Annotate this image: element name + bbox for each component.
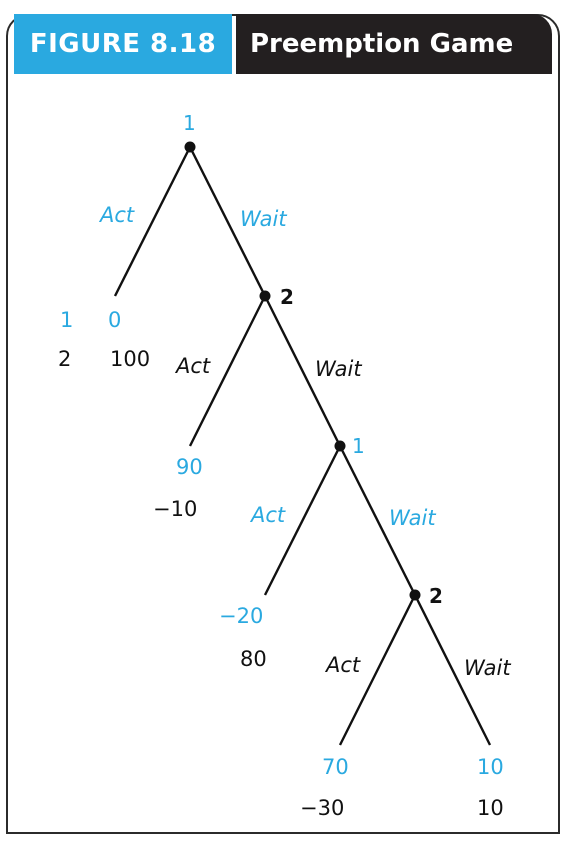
- payoff-1-player1: 0: [108, 308, 121, 332]
- payoff-3-player2: 80: [240, 647, 267, 671]
- edge-node2-act: [188, 295, 267, 447]
- action-label-node4-act: Act: [324, 653, 361, 677]
- edge-node2-wait: [263, 295, 342, 447]
- edge-node3-act: [263, 445, 342, 596]
- payoff-row-label-player2: 2: [58, 347, 71, 371]
- action-label-node4-wait: Wait: [464, 656, 511, 680]
- edge-root-wait: [188, 146, 267, 297]
- payoff-5-player2: 10: [477, 796, 504, 820]
- node-player-2: 2: [280, 285, 294, 309]
- payoff-row-label-player1: 1: [60, 308, 73, 332]
- figure-title: Preemption Game: [236, 14, 552, 74]
- action-label-root-wait: Wait: [240, 207, 287, 231]
- edge-node3-wait: [338, 445, 417, 596]
- payoff-4-player1: 70: [322, 755, 349, 779]
- payoff-5-player1: 10: [477, 755, 504, 779]
- payoff-4-player2: −30: [300, 796, 344, 820]
- figure-label: FIGURE 8.18: [14, 14, 232, 74]
- action-label-node3-wait: Wait: [389, 506, 436, 530]
- node-player-3: 1: [352, 434, 365, 458]
- action-label-node3-act: Act: [249, 503, 286, 527]
- edge-node4-act: [338, 594, 417, 746]
- payoff-2-player1: 90: [176, 455, 203, 479]
- decision-node-2: [259, 290, 271, 302]
- payoff-2-player2: −10: [153, 497, 197, 521]
- payoff-3-player1: −20: [219, 604, 263, 628]
- decision-node-root: [184, 141, 196, 153]
- decision-node-4: [409, 589, 421, 601]
- figure-frame: [6, 14, 560, 834]
- action-label-node2-wait: Wait: [315, 357, 362, 381]
- node-player-root: 1: [183, 111, 196, 135]
- action-label-node2-act: Act: [174, 354, 211, 378]
- node-player-4: 2: [429, 584, 443, 608]
- figure-header: FIGURE 8.18 Preemption Game: [14, 14, 552, 74]
- edge-root-act: [113, 146, 192, 297]
- decision-node-3: [334, 440, 346, 452]
- action-label-root-act: Act: [98, 203, 135, 227]
- payoff-1-player2: 100: [110, 347, 150, 371]
- edge-node4-wait: [413, 594, 492, 746]
